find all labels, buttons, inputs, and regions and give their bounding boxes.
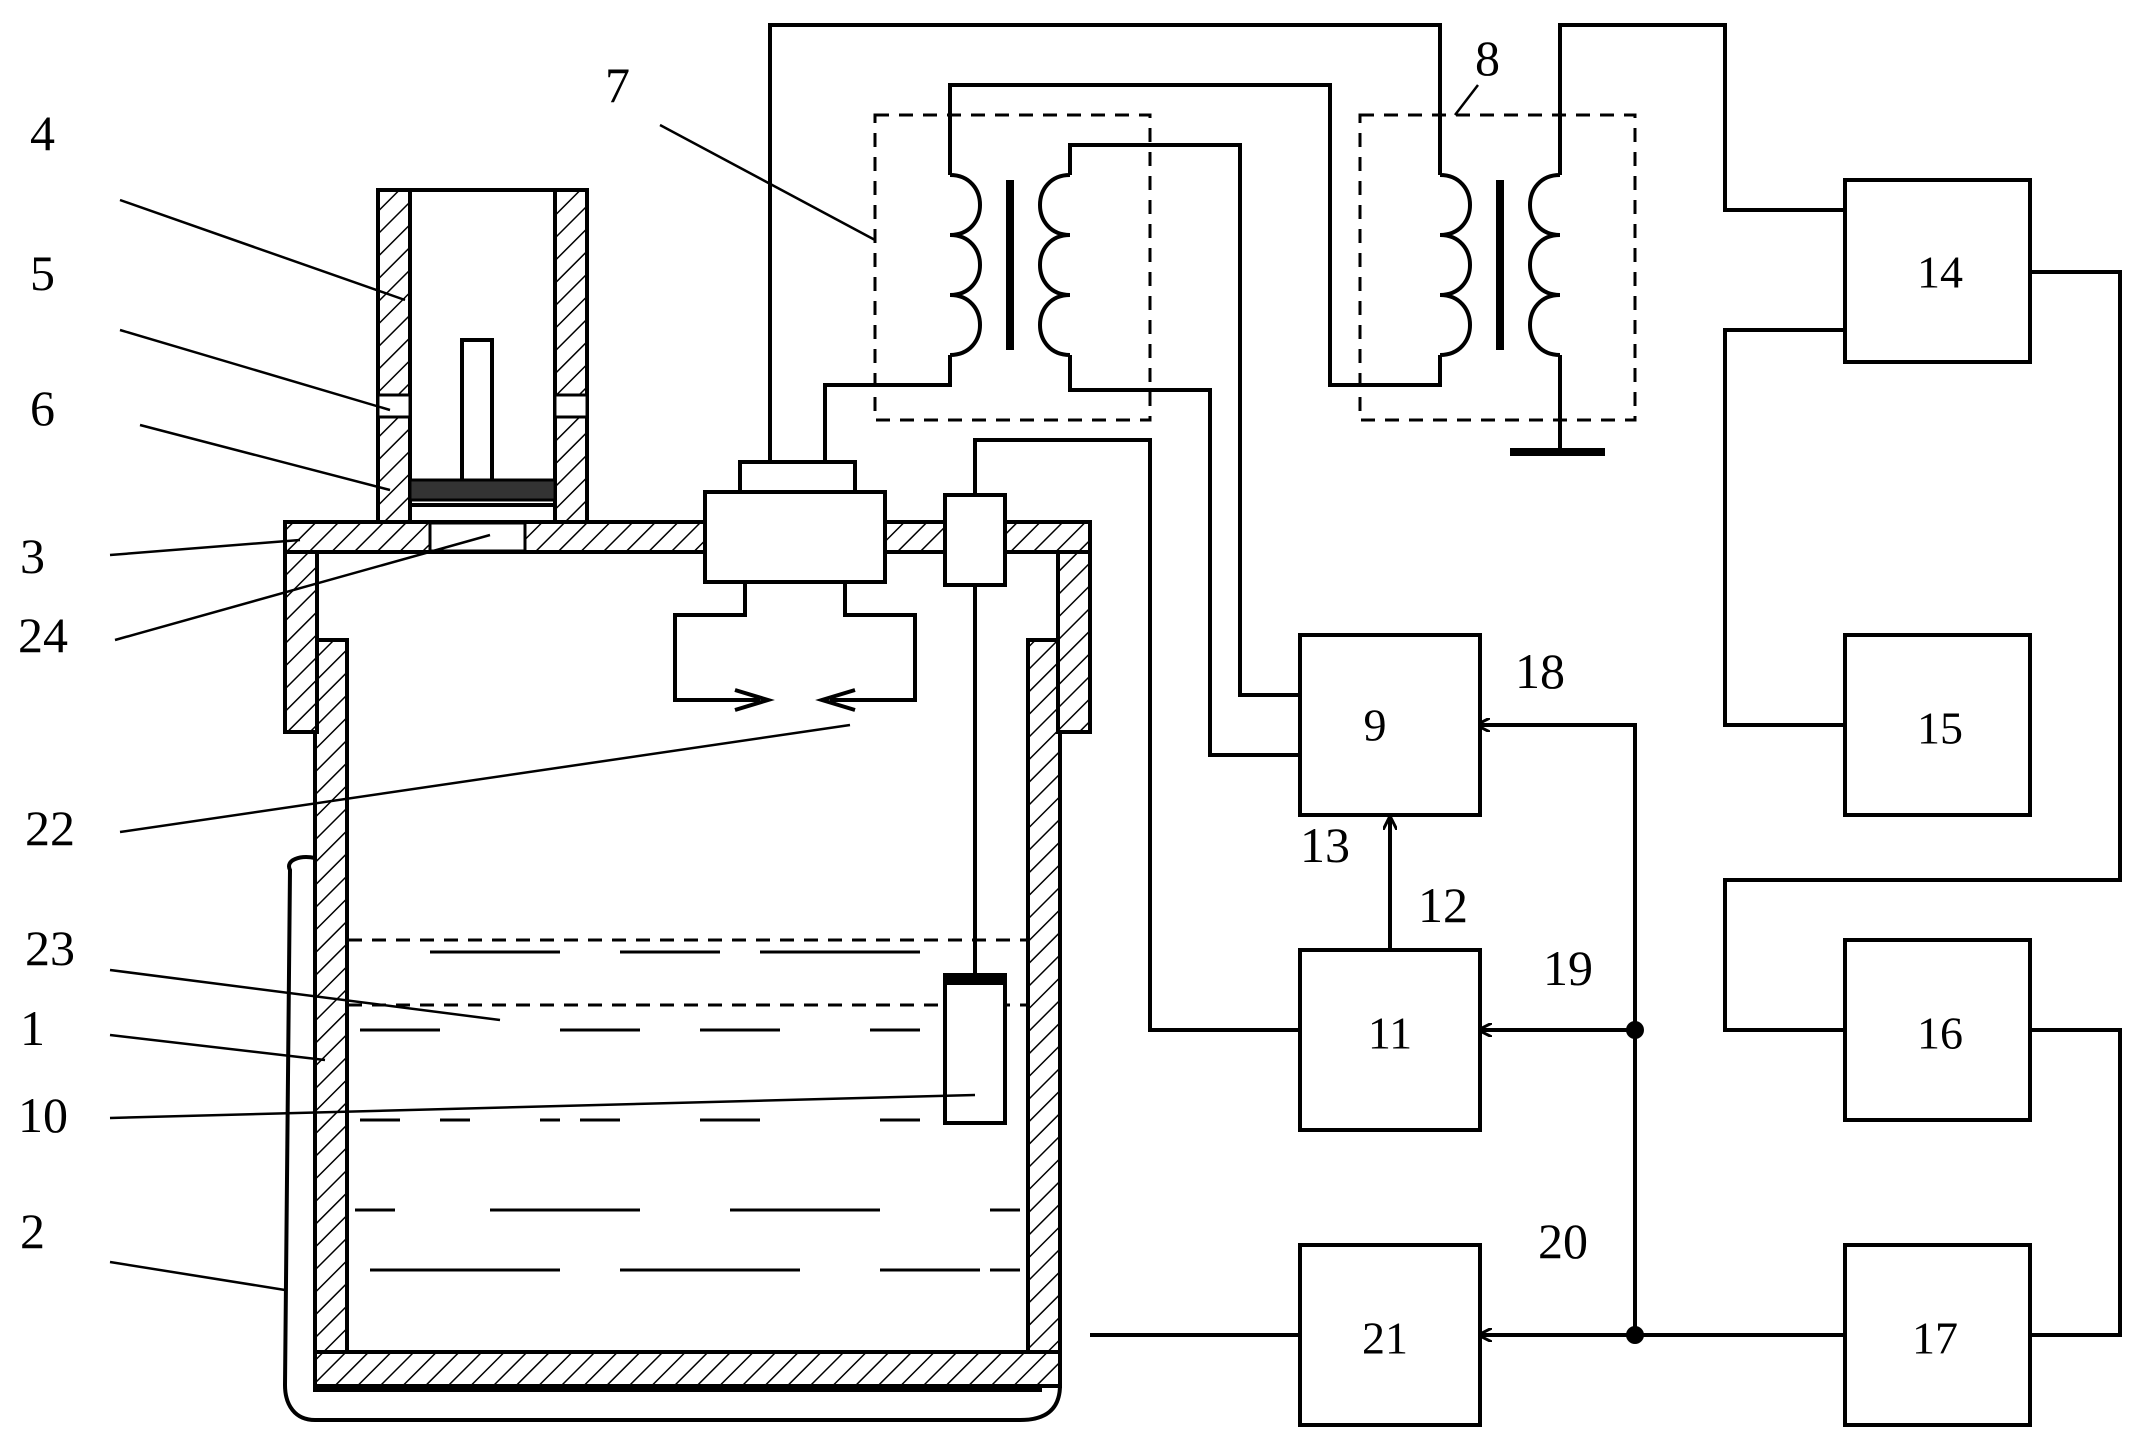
transformer-7-primary-coil bbox=[950, 175, 980, 355]
label-10: 10 bbox=[18, 1087, 68, 1143]
cylinder-left-wall bbox=[378, 190, 410, 522]
block-16-label: 16 bbox=[1917, 1008, 1963, 1059]
label-7: 7 bbox=[605, 57, 630, 113]
transformer-8-secondary-coil bbox=[1530, 175, 1560, 355]
vessel-right-wall bbox=[1028, 640, 1060, 1380]
label-18: 18 bbox=[1515, 643, 1565, 699]
transformer-8-primary-coil bbox=[1440, 175, 1470, 355]
cylinder-right-wall bbox=[555, 190, 587, 522]
label-13: 13 bbox=[1300, 817, 1350, 873]
lid-right-skirt bbox=[1058, 552, 1090, 732]
electrode-base bbox=[740, 462, 855, 492]
piston-rod bbox=[462, 340, 492, 488]
block-9-label: 9 bbox=[1364, 700, 1387, 751]
label-2: 2 bbox=[20, 1203, 45, 1259]
label-22: 22 bbox=[25, 800, 75, 856]
block-21-label: 21 bbox=[1362, 1313, 1408, 1364]
transformer-7-secondary-coil bbox=[1040, 175, 1070, 355]
label-12: 12 bbox=[1418, 877, 1468, 933]
label-1: 1 bbox=[20, 1000, 45, 1056]
electrode-head bbox=[705, 492, 885, 582]
block-17-label: 17 bbox=[1912, 1313, 1958, 1364]
label-23: 23 bbox=[25, 920, 75, 976]
piston-layer bbox=[410, 480, 555, 500]
label-4: 4 bbox=[30, 105, 55, 161]
vessel-bottom bbox=[315, 1352, 1060, 1386]
liquid-surface bbox=[348, 940, 1028, 1270]
probe-feedthrough bbox=[945, 495, 1005, 585]
block-9 bbox=[1300, 635, 1480, 815]
block-15-label: 15 bbox=[1917, 703, 1963, 754]
block-11-label: 11 bbox=[1368, 1008, 1412, 1059]
label-8: 8 bbox=[1475, 30, 1500, 86]
label-3: 3 bbox=[20, 528, 45, 584]
outer-jacket bbox=[285, 857, 1060, 1420]
probe-sensor bbox=[945, 975, 1005, 1123]
label-19: 19 bbox=[1543, 940, 1593, 996]
block-14-label: 14 bbox=[1917, 247, 1963, 298]
label-6: 6 bbox=[30, 380, 55, 436]
label-24: 24 bbox=[18, 607, 68, 663]
lid-left-skirt bbox=[285, 552, 317, 732]
label-5: 5 bbox=[30, 245, 55, 301]
label-20: 20 bbox=[1538, 1213, 1588, 1269]
vessel-left-wall bbox=[315, 640, 347, 1380]
